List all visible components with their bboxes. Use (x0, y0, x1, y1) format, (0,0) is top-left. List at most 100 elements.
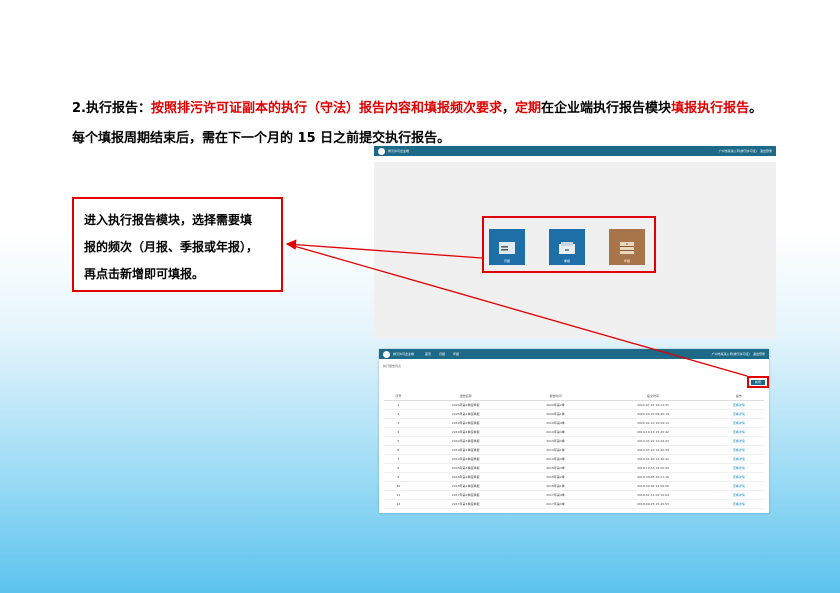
table-cell: 2018年第3季 (518, 463, 593, 473)
table-cell: 3 (384, 418, 413, 428)
shot2-app-title: 排污许可企业端 (393, 352, 415, 356)
table-cell: 9 (384, 472, 413, 482)
quarterly-report-tile[interactable]: 季报 (549, 229, 585, 265)
table-cell: 12 (384, 499, 413, 509)
breadcrumb: 执行报告列表 (383, 364, 402, 368)
table-cell: 2019-10-16 15:20:42 (592, 427, 714, 437)
view-detail-link[interactable]: 查看详情 (713, 445, 764, 455)
view-detail-link[interactable]: 查看详情 (713, 481, 764, 491)
table-cell: 2019-01-09 14:30:41 (592, 454, 714, 464)
table-cell: 2018-01-11 02:10:04 (592, 490, 714, 500)
table-cell: 2020-07-22 14:12:31 (592, 400, 714, 410)
table-cell: 7 (384, 454, 413, 464)
table-cell: 2019年第4季 (518, 427, 593, 437)
app-logo-icon (383, 350, 390, 358)
file-box-icon (559, 242, 575, 254)
table-cell: 6 (384, 445, 413, 455)
table-cell: 2 (384, 409, 413, 419)
shot1-subheader (374, 156, 776, 162)
table-cell: 2020-04-20 09:20:19 (592, 409, 714, 419)
table-cell: 4 (384, 427, 413, 437)
view-detail-link[interactable]: 查看详情 (713, 454, 764, 464)
heading-text-2: 。每个填报周期结束后，需在下一个月的 15 日之前提交执行报告。 (72, 101, 763, 146)
shot2-topbar: 排污许可企业端 首页 月报 年报 广州市某某公司(排污许可证) 退出登录 (379, 349, 769, 359)
col-index: 序号 (384, 391, 413, 401)
table-cell: 2019-07-22 14:44:43 (592, 436, 714, 446)
shot1-logout[interactable]: 退出登录 (759, 149, 772, 153)
view-detail-link[interactable]: 查看详情 (713, 400, 764, 410)
view-detail-link[interactable]: 查看详情 (713, 418, 764, 428)
heading-comma: ， (502, 101, 516, 116)
callout-line-3: 再点击新增即可填报。 (84, 267, 205, 281)
section-heading: 2.执行报告：按照排污许可证副本的执行（守法）报告内容和填报频次要求，定期在企业… (72, 94, 772, 154)
table-cell: 2020年第1季 (518, 409, 593, 419)
table-cell: 2019年第4季度季报 (412, 427, 519, 437)
app-logo-icon (378, 147, 385, 155)
view-detail-link[interactable]: 查看详情 (713, 499, 764, 509)
table-cell: 2020-01-10 10:29:11 (592, 418, 714, 428)
table-cell: 1 (384, 400, 413, 410)
module-screenshot: 排污许可企业端 广州市某某公司(排污许可证) 退出登录 月报 季报 (374, 146, 776, 339)
report-doc-icon (499, 242, 515, 254)
shot2-logout[interactable]: 退出登录 (752, 352, 765, 356)
table-cell: 2018-10-15 19:50:29 (592, 463, 714, 473)
table-cell: 2018年第1季 (518, 481, 593, 491)
add-highlight-box: 新增 (747, 376, 769, 388)
view-detail-link[interactable]: 查看详情 (713, 472, 764, 482)
table-cell: 2018年第1季度季报 (412, 481, 519, 491)
quarterly-report-label: 季报 (563, 259, 570, 263)
annual-report-label: 年报 (623, 259, 630, 263)
table-cell: 5 (384, 436, 413, 446)
heading-red-2: 执行（守法）报告内容和填报频次要求 (281, 101, 503, 116)
table-cell: 2018-09-04 14:50:56 (592, 481, 714, 491)
instruction-callout: 进入执行报告模块，选择需要填 报的频次（月报、季报或年报）， 再点击新增即可填报… (72, 197, 283, 292)
heading-number: 2.执行报告： (72, 101, 151, 116)
view-detail-link[interactable]: 查看详情 (713, 427, 764, 437)
table-cell: 2020年第2季度季报 (412, 400, 519, 410)
report-list-screenshot: 排污许可企业端 首页 月报 年报 广州市某某公司(排污许可证) 退出登录 执行报… (379, 349, 769, 513)
table-cell: 2020年第2季 (518, 400, 593, 410)
table-cell: 2019-07-22 14:40:34 (592, 445, 714, 455)
col-action: 操作 (713, 391, 764, 401)
annual-report-tile[interactable]: 年报 (609, 229, 645, 265)
table-cell: 2019年第1季度季报 (412, 445, 519, 455)
monthly-report-label: 月报 (503, 259, 510, 263)
shot1-company[interactable]: 广州市某某公司(排污许可证) (718, 149, 757, 153)
shot2-company[interactable]: 广州市某某公司(排污许可证) (711, 352, 750, 356)
table-cell: 2018-09-25 15:40:53 (592, 499, 714, 509)
callout-line-2: 报的频次（月报、季报或年报）， (84, 240, 259, 254)
heading-red-1: 按照排污许可证副本的 (150, 101, 281, 116)
monthly-report-tile[interactable]: 月报 (489, 229, 525, 265)
shot1-topbar: 排污许可企业端 广州市某某公司(排污许可证) 退出登录 (374, 146, 776, 156)
view-detail-link[interactable]: 查看详情 (713, 490, 764, 500)
nav-monthly[interactable]: 月报 (439, 352, 446, 356)
heading-red-3: 定期 (515, 101, 542, 116)
col-period: 报告时间 (518, 391, 593, 401)
table-cell: 2019年第3季度季报 (412, 436, 519, 446)
table-cell: 2019年第4季 (518, 454, 593, 464)
table-cell: 2019年第3季 (518, 436, 593, 446)
view-detail-link[interactable]: 查看详情 (713, 409, 764, 419)
table-cell: 2019年第1季 (518, 445, 593, 455)
add-button[interactable]: 新增 (751, 379, 765, 385)
view-detail-link[interactable]: 查看详情 (713, 436, 764, 446)
shot1-app-title: 排污许可企业端 (388, 149, 410, 153)
nav-annual[interactable]: 年报 (453, 352, 460, 356)
nav-home[interactable]: 首页 (425, 352, 432, 356)
table-cell: 8 (384, 463, 413, 473)
heading-text-1: 在企业端执行报告模块 (541, 101, 672, 116)
col-name: 报告名称 (412, 391, 519, 401)
callout-line-1: 进入执行报告模块，选择需要填 (84, 213, 253, 227)
view-detail-link[interactable]: 查看详情 (713, 463, 764, 473)
table-cell: 2019年第4季 (518, 418, 593, 428)
